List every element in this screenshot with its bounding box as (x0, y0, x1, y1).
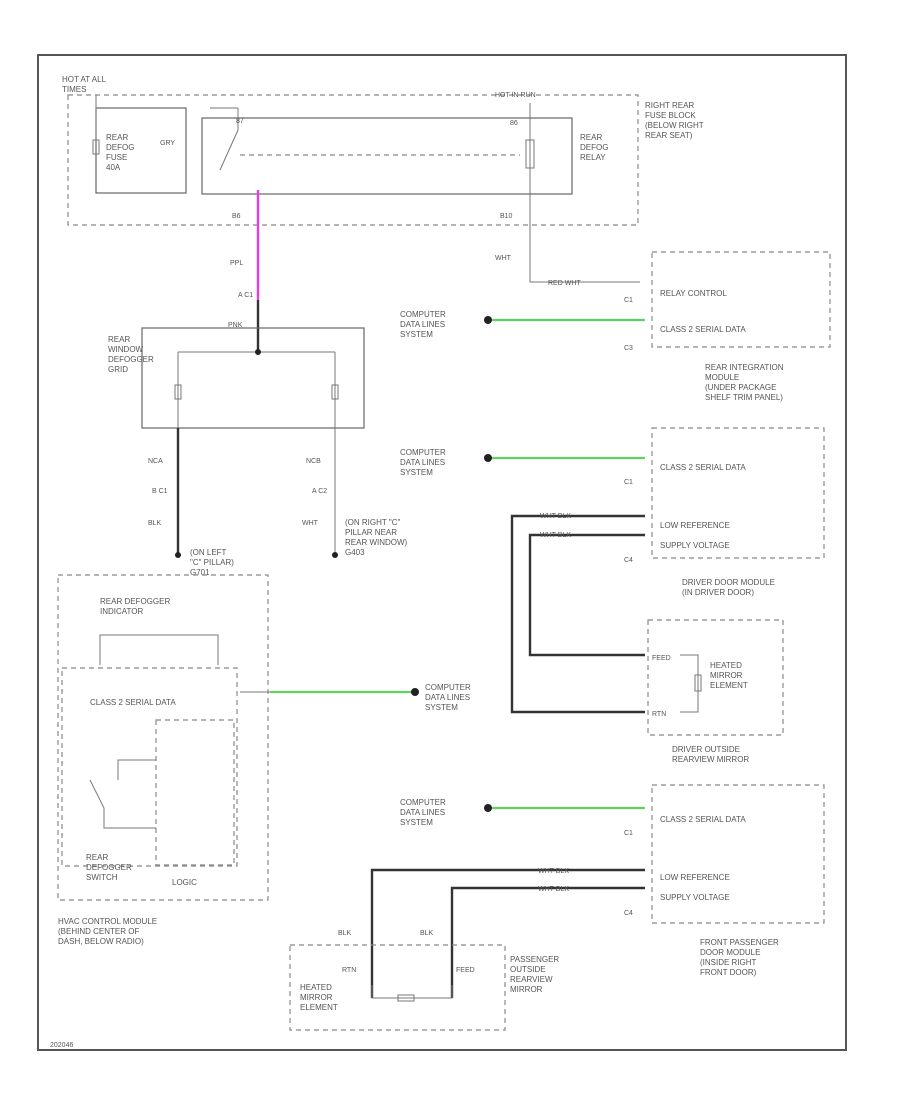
pmirror-heater-icon (397, 994, 415, 1002)
ddm-c4: C4 (624, 557, 633, 564)
hot-in-run-label: HOT IN RUN (495, 92, 536, 99)
red-wht-wire-label: RED WHT (548, 280, 581, 287)
pdm-low-ref: LOW REFERENCE (660, 873, 730, 882)
a-c1-label: A C1 (238, 292, 253, 299)
hvac-inner (61, 667, 238, 867)
dmirror-rtn: RTN (652, 711, 666, 718)
nca-label: NCA (148, 458, 163, 465)
heater-icon (694, 674, 702, 692)
relay-box (201, 117, 573, 195)
ground-left-label: (ON LEFT"C" PILLAR)G701 (190, 548, 234, 577)
pmirror-rtn: RTN (342, 967, 356, 974)
wht-right-label: WHT (302, 520, 319, 527)
connector-b10: B10 (500, 213, 513, 220)
a-c2-label: A C2 (312, 488, 327, 495)
rear-integration-module (651, 251, 831, 348)
blk-left-label: BLK (148, 520, 162, 527)
hvac-control-module (57, 574, 269, 901)
relay-pin-86: 86 (510, 120, 518, 127)
relay-pin-87: 87 (236, 118, 244, 125)
relay-coil (525, 139, 535, 169)
defogger-grid-box (141, 327, 365, 429)
ppl-wire-label: PPL (230, 260, 243, 267)
pdm-class2: CLASS 2 SERIAL DATA (660, 815, 746, 824)
pdm-wire-1: WHT BLK (538, 868, 569, 875)
hvac-logic-label: LOGIC (172, 878, 197, 887)
connector-b6: B6 (232, 213, 241, 220)
fuse-wire-gry: GRY (160, 140, 175, 147)
rim-class2: CLASS 2 SERIAL DATA (660, 325, 746, 334)
ddm-low-ref-wire (510, 514, 645, 714)
pdm-low-ref-wire (370, 868, 645, 998)
pdm-supply: SUPPLY VOLTAGE (660, 893, 730, 902)
passenger-door-module (651, 784, 825, 924)
ddm-c1: C1 (624, 479, 633, 486)
footer-code: 202046 (50, 1042, 73, 1049)
pdm-c4: C4 (624, 910, 633, 917)
rim-c3: C3 (624, 345, 633, 352)
driver-door-module (651, 427, 825, 559)
fuse-icon (92, 139, 100, 155)
defogger-switch-contact (89, 779, 105, 809)
ddm-label: DRIVER DOOR MODULE(IN DRIVER DOOR) (682, 578, 775, 597)
relay-switch-contact (219, 129, 239, 171)
hvac-class2: CLASS 2 SERIAL DATA (90, 698, 176, 707)
ddm-wire-2: WHT BLK (540, 532, 571, 539)
hvac-logic (155, 719, 235, 866)
driver-mirror (647, 619, 784, 736)
pdm-blk-1: BLK (338, 930, 352, 937)
pdm-c1: C1 (624, 830, 633, 837)
pmirror-feed: FEED (456, 967, 475, 974)
pnk-label: PNK (228, 322, 243, 329)
wht-wire-label: WHT (495, 255, 512, 262)
passenger-mirror (289, 944, 506, 1031)
fuse-box (95, 107, 187, 194)
indicator-lamp (99, 634, 219, 665)
ddm-wire-1: WHT BLK (540, 513, 571, 520)
dmirror-feed: FEED (652, 655, 671, 662)
ddm-supply-wire (528, 533, 645, 657)
rim-c1: C1 (624, 297, 633, 304)
rim-relay-control: RELAY CONTROL (660, 289, 727, 298)
ddm-class2: CLASS 2 SERIAL DATA (660, 463, 746, 472)
diagram-border (37, 54, 847, 1051)
ncb-label: NCB (306, 458, 321, 465)
b-c1-label: B C1 (152, 488, 168, 495)
ddm-supply: SUPPLY VOLTAGE (660, 541, 730, 550)
pdm-blk-2: BLK (420, 930, 434, 937)
fuse-block-outline (67, 94, 639, 226)
pdm-wire-2: WHT BLK (538, 886, 569, 893)
ddm-low-ref: LOW REFERENCE (660, 521, 730, 530)
pdm-supply-wire (450, 886, 645, 998)
